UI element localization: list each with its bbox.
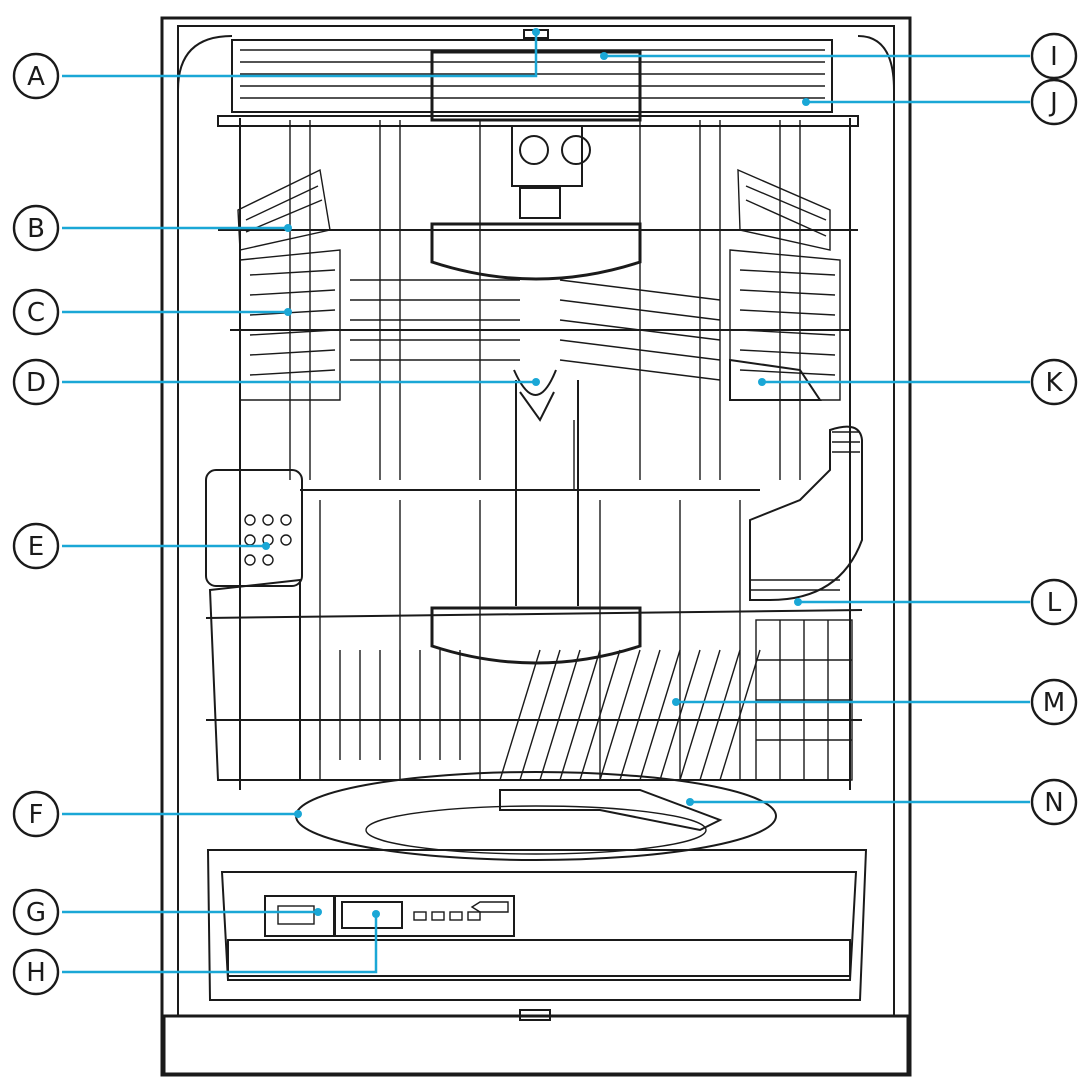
door-panel [206, 849, 868, 1001]
callout-label-c: C [27, 298, 45, 328]
upper-rack [217, 115, 859, 480]
callout-i: I [1030, 32, 1078, 80]
callout-label-i: I [1050, 42, 1058, 72]
callout-label-f: F [29, 800, 44, 830]
center-wash-tube [513, 369, 579, 606]
callout-line-a [62, 32, 538, 78]
callout-label-d: D [26, 368, 46, 398]
callout-line-h [62, 914, 378, 974]
callout-l: L [1030, 578, 1078, 626]
callout-m: M [1030, 678, 1078, 726]
callout-b: B [12, 204, 60, 252]
callout-label-k: K [1045, 368, 1063, 398]
callout-label-b: B [27, 214, 45, 244]
callout-j: J [1030, 78, 1078, 126]
callout-label-h: H [26, 958, 46, 988]
callout-f: F [12, 790, 60, 838]
callout-label-g: G [26, 898, 46, 928]
callout-c: C [12, 288, 60, 336]
callout-label-j: J [1048, 88, 1058, 118]
callout-labels: A B C D E F G H [12, 32, 1078, 996]
callout-label-n: N [1044, 788, 1063, 818]
callout-k: K [1030, 358, 1078, 406]
lower-rack [205, 425, 863, 781]
tub-frame [160, 16, 912, 1077]
callout-e: E [12, 522, 60, 570]
callout-label-l: L [1047, 588, 1062, 618]
sump-area [295, 771, 777, 861]
callout-label-e: E [28, 532, 44, 562]
callout-d: D [12, 358, 60, 406]
callout-h: H [12, 948, 60, 996]
callout-n: N [1030, 778, 1078, 826]
callout-a: A [12, 52, 60, 100]
callout-g: G [12, 888, 60, 936]
callout-label-m: M [1043, 688, 1065, 718]
callout-lines [62, 28, 1030, 974]
callout-label-a: A [27, 62, 45, 92]
